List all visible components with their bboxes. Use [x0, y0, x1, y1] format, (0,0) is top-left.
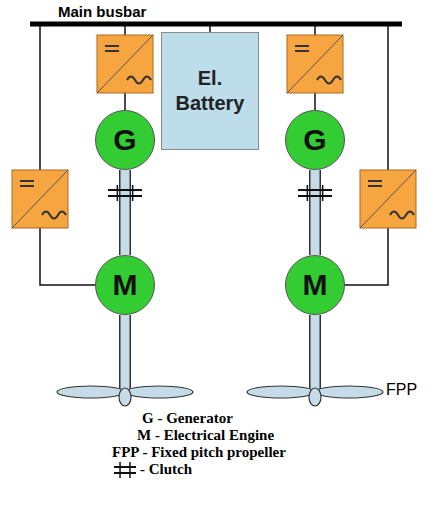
wire [345, 228, 388, 285]
battery-box: El. Battery [161, 32, 259, 150]
busbar-label: Main busbar [58, 3, 146, 20]
node-text: G [303, 123, 326, 157]
shaft-connector [315, 170, 316, 255]
machine-circle: G [285, 110, 345, 170]
propeller-label: FPP [386, 381, 417, 399]
shaft-connector [125, 170, 126, 255]
node-text: M [303, 268, 328, 302]
shaft-outline [309, 170, 321, 255]
legend-text: FPP - Fixed pitch propeller [112, 444, 286, 461]
clutch-symbol [112, 461, 138, 479]
machine-circle: G [95, 110, 155, 170]
converter-symbol [12, 170, 68, 228]
shaft-outline [119, 170, 131, 255]
propeller [57, 315, 193, 406]
machine-circle: M [285, 255, 345, 315]
clutch-symbol [114, 462, 136, 478]
converter-symbol [97, 35, 153, 93]
legend-text: - Clutch [140, 461, 192, 478]
converter-symbol [287, 35, 343, 93]
node-text: El. Battery [162, 66, 258, 116]
node-text: G [113, 123, 136, 157]
legend-text: G - Generator [142, 410, 233, 427]
wire [124, 93, 126, 110]
clutch-symbol [298, 185, 332, 201]
wire [314, 93, 316, 110]
machine-circle: M [95, 255, 155, 315]
main-busbar [30, 22, 402, 27]
converter-symbol [360, 170, 416, 228]
node-text: M [113, 268, 138, 302]
wire [39, 24, 41, 170]
clutch-symbol [108, 185, 142, 201]
shaft-body [311, 170, 320, 255]
wire [387, 24, 389, 170]
shaft-body [121, 170, 130, 255]
propeller [247, 315, 383, 406]
wire [40, 228, 95, 285]
legend-text: M - Electrical Engine [137, 427, 274, 444]
